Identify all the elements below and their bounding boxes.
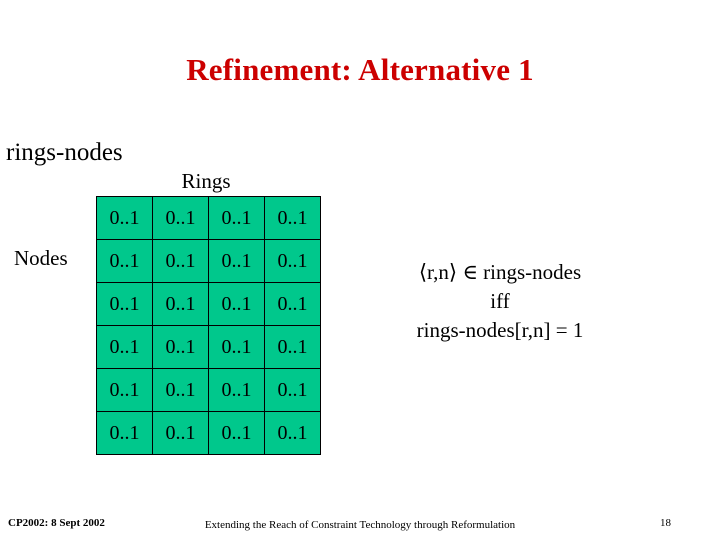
matrix-cell: 0..1 — [208, 196, 265, 240]
matrix-cell: 0..1 — [152, 368, 209, 412]
table-row: 0..1 0..1 0..1 0..1 — [96, 368, 321, 412]
matrix-column-axis-label: Rings — [181, 169, 231, 193]
rings-nodes-matrix: 0..1 0..1 0..1 0..1 0..1 0..1 0..1 0..1 … — [96, 196, 321, 455]
matrix-row-axis-label: Nodes — [14, 246, 68, 270]
matrix-cell: 0..1 — [96, 325, 153, 369]
matrix-cell: 0..1 — [152, 239, 209, 283]
table-row: 0..1 0..1 0..1 0..1 — [96, 196, 321, 240]
matrix-cell: 0..1 — [96, 196, 153, 240]
matrix-cell: 0..1 — [96, 282, 153, 326]
footer-conference-label: CP2002: 8 Sept 2002 — [8, 517, 105, 529]
annotation-block: ⟨r,n⟩ ∈ rings-nodes iff rings-nodes[r,n]… — [360, 258, 640, 345]
matrix-cell: 0..1 — [208, 368, 265, 412]
matrix-cell: 0..1 — [152, 325, 209, 369]
table-row: 0..1 0..1 0..1 0..1 — [96, 239, 321, 283]
matrix-body: 0..1 0..1 0..1 0..1 0..1 0..1 0..1 0..1 … — [96, 196, 321, 455]
matrix-name-label: rings-nodes — [6, 139, 123, 166]
matrix-cell: 0..1 — [208, 411, 265, 455]
matrix-cell: 0..1 — [264, 282, 321, 326]
footer-page-number: 18 — [660, 517, 671, 529]
matrix-cell: 0..1 — [96, 411, 153, 455]
annotation-line-3: rings-nodes[r,n] = 1 — [416, 318, 584, 342]
annotation-line-2: iff — [490, 289, 510, 313]
table-row: 0..1 0..1 0..1 0..1 — [96, 411, 321, 455]
matrix-cell: 0..1 — [152, 196, 209, 240]
matrix-cell: 0..1 — [208, 325, 265, 369]
matrix-cell: 0..1 — [208, 239, 265, 283]
matrix-cell: 0..1 — [264, 411, 321, 455]
annotation-line-1: ⟨r,n⟩ ∈ rings-nodes — [418, 260, 582, 284]
matrix-cell: 0..1 — [264, 196, 321, 240]
matrix-cell: 0..1 — [264, 239, 321, 283]
table-row: 0..1 0..1 0..1 0..1 — [96, 282, 321, 326]
matrix-cell: 0..1 — [264, 325, 321, 369]
page-title: Refinement: Alternative 1 — [186, 52, 534, 87]
matrix-cell: 0..1 — [152, 282, 209, 326]
matrix-cell: 0..1 — [208, 282, 265, 326]
matrix-cell: 0..1 — [264, 368, 321, 412]
matrix-cell: 0..1 — [96, 368, 153, 412]
matrix-cell: 0..1 — [96, 239, 153, 283]
footer-presentation-title: Extending the Reach of Constraint Techno… — [204, 519, 516, 531]
matrix-cell: 0..1 — [152, 411, 209, 455]
table-row: 0..1 0..1 0..1 0..1 — [96, 325, 321, 369]
